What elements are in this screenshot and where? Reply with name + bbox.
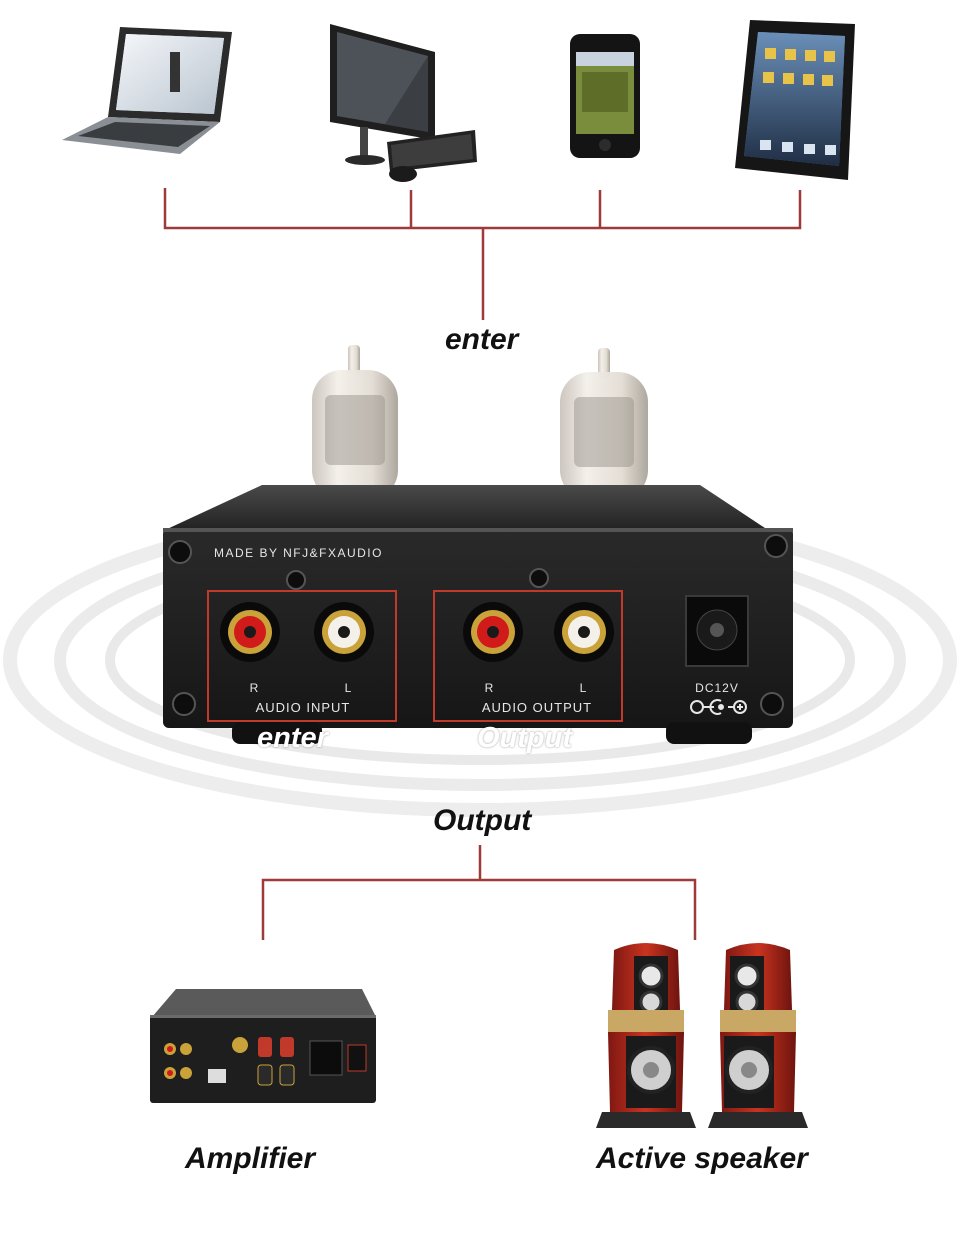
amplifier-icon bbox=[150, 989, 376, 1103]
rca-jack-input-left bbox=[314, 602, 374, 662]
power-label: DC12V bbox=[695, 681, 739, 695]
speaker-left bbox=[596, 943, 696, 1128]
channel-label: R bbox=[485, 681, 494, 695]
smartphone-icon bbox=[570, 34, 640, 158]
channel-label: R bbox=[250, 681, 259, 695]
tablet-icon bbox=[735, 20, 855, 180]
audio-input-box bbox=[207, 590, 397, 722]
channel-label: L bbox=[580, 681, 587, 695]
speaker-icon bbox=[596, 943, 808, 1128]
audio-output-box bbox=[433, 590, 623, 722]
screw-icon bbox=[168, 540, 192, 564]
vacuum-tube-right bbox=[560, 348, 648, 500]
amplifier-label: Amplifier bbox=[185, 1142, 316, 1175]
top-enter-label: enter bbox=[445, 323, 519, 356]
active-speaker-label: Active speaker bbox=[596, 1142, 808, 1175]
bottom-output-label: Output bbox=[433, 804, 532, 837]
desktop-computer-icon bbox=[330, 24, 477, 182]
device-output-label: Output bbox=[477, 722, 573, 754]
maker-text: MADE BY NFJ&FXAUDIO bbox=[214, 546, 383, 560]
speaker-right bbox=[708, 943, 808, 1128]
polarity-symbol-icon bbox=[690, 699, 747, 715]
vacuum-tube-left bbox=[312, 345, 398, 500]
rca-jack-output-left bbox=[554, 602, 614, 662]
audio-output-label: AUDIO OUTPUT bbox=[482, 700, 592, 715]
bottom-bracket-line bbox=[261, 878, 697, 940]
rca-jack-input-right bbox=[220, 602, 280, 662]
audio-input-label: AUDIO INPUT bbox=[256, 700, 351, 715]
dc-power-jack bbox=[685, 595, 749, 667]
rca-jack-output-right bbox=[463, 602, 523, 662]
laptop-icon bbox=[62, 27, 232, 154]
channel-label: L bbox=[345, 681, 352, 695]
device-input-label: enter bbox=[257, 722, 328, 754]
